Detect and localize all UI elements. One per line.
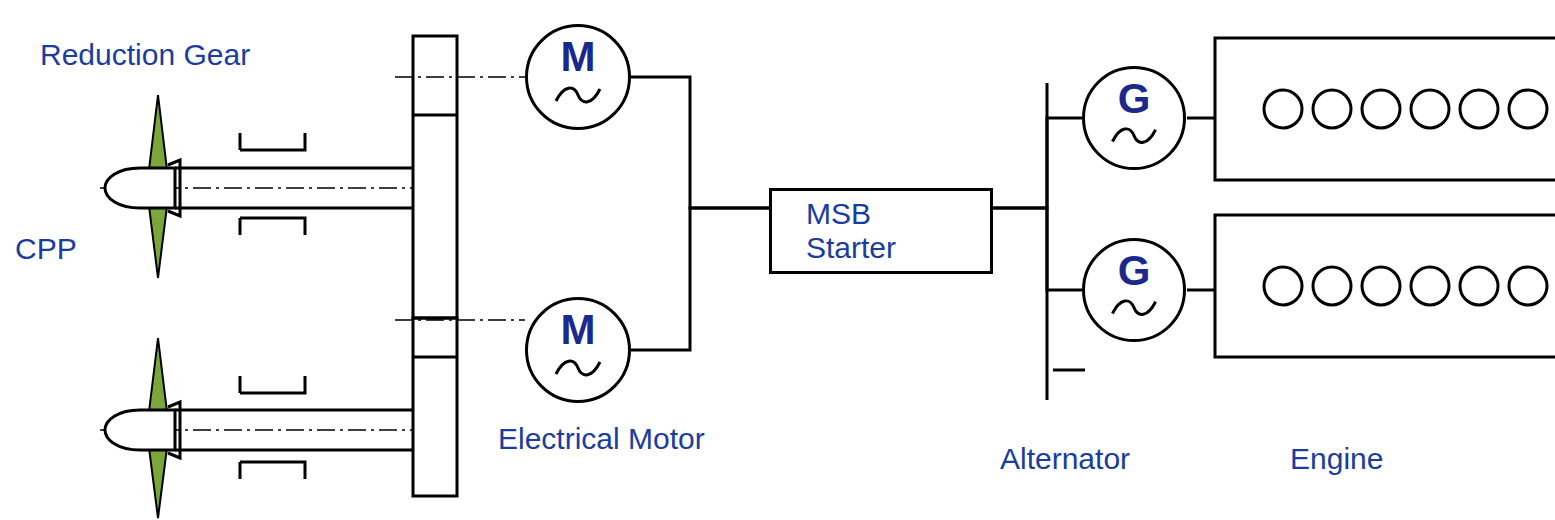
power-cable [993, 208, 1082, 290]
part-label: CPP [15, 232, 77, 266]
node-text: G [1085, 75, 1183, 123]
node-text: MSB Starter [806, 197, 896, 266]
node-text: G [1085, 247, 1183, 295]
switchboard-box: MSB Starter [769, 188, 993, 274]
power-cable [631, 77, 769, 208]
part-label: Reduction Gear [40, 38, 250, 72]
electric-motor: M [525, 24, 631, 130]
power-cable [631, 208, 769, 350]
alternator: G [1082, 66, 1186, 170]
part-label: Engine [1290, 442, 1383, 476]
electric-motor: M [525, 297, 631, 403]
part-label: Alternator [1000, 442, 1130, 476]
power-cable [993, 118, 1082, 208]
node-text: M [528, 306, 628, 354]
node-text: M [528, 33, 628, 81]
alternator: G [1082, 238, 1186, 342]
part-label: Electrical Motor [498, 422, 705, 456]
